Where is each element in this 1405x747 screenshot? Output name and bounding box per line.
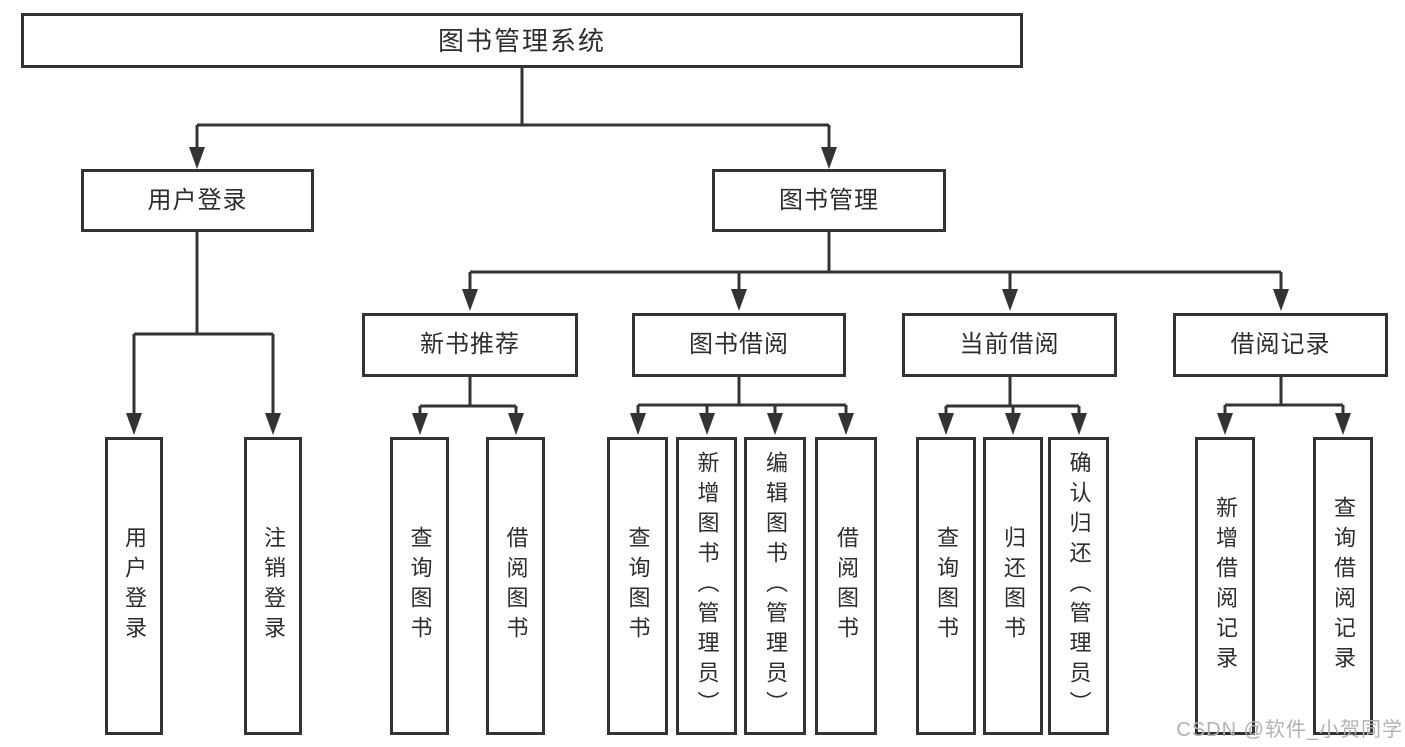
leaf-user-login-label: 用户登录 bbox=[122, 526, 147, 646]
node-book-borrowing: 图书借阅 bbox=[632, 313, 846, 377]
leaf-borrow-books-borrow: 借阅图书 bbox=[815, 437, 877, 735]
leaf-query-borrow-record: 查询借阅记录 bbox=[1313, 437, 1373, 735]
node-book-management: 图书管理 bbox=[712, 169, 946, 232]
leaf-query-books-borrow: 查询图书 bbox=[607, 437, 668, 735]
node-user-login: 用户登录 bbox=[81, 169, 314, 232]
csdn-watermark: CSDN @软件_小贺同学 bbox=[1176, 719, 1403, 741]
node-current-borrowing-label: 当前借阅 bbox=[959, 331, 1060, 358]
leaf-borrow-books-newbook: 借阅图书 bbox=[486, 437, 545, 735]
leaf-query-books-current: 查询图书 bbox=[916, 437, 976, 735]
leaf-add-borrow-record: 新增借阅记录 bbox=[1195, 437, 1255, 735]
node-borrowing-records-label: 借阅记录 bbox=[1230, 331, 1331, 358]
leaf-logout: 注销登录 bbox=[244, 437, 302, 735]
leaf-query-books-borrow-label: 查询图书 bbox=[625, 526, 651, 646]
leaf-query-books-newbook-label: 查询图书 bbox=[407, 526, 433, 646]
leaf-query-borrow-record-label: 查询借阅记录 bbox=[1331, 496, 1356, 676]
node-new-book-recommendation-label: 新书推荐 bbox=[420, 331, 520, 358]
node-current-borrowing: 当前借阅 bbox=[902, 313, 1117, 377]
leaf-edit-books-admin: 编辑图书（管理员） bbox=[744, 437, 806, 735]
leaf-edit-books-admin-label: 编辑图书（管理员） bbox=[763, 451, 788, 721]
leaf-return-books-label: 归还图书 bbox=[1001, 526, 1026, 646]
leaf-return-books: 归还图书 bbox=[983, 437, 1043, 735]
node-book-management-label: 图书管理 bbox=[779, 186, 879, 214]
node-new-book-recommendation: 新书推荐 bbox=[362, 313, 578, 377]
leaf-add-books-admin-label: 新增图书（管理员） bbox=[694, 451, 720, 721]
leaf-logout-label: 注销登录 bbox=[261, 526, 286, 646]
leaf-confirm-return-admin-label: 确认归还（管理员） bbox=[1066, 451, 1092, 721]
leaf-query-books-current-label: 查询图书 bbox=[934, 526, 959, 646]
node-root-label: 图书管理系统 bbox=[437, 25, 606, 56]
leaf-borrow-books-borrow-label: 借阅图书 bbox=[834, 526, 859, 646]
leaf-user-login: 用户登录 bbox=[105, 437, 163, 735]
leaf-add-books-admin: 新增图书（管理员） bbox=[676, 437, 737, 735]
leaf-borrow-books-newbook-label: 借阅图书 bbox=[503, 526, 529, 646]
node-user-login-label: 用户登录 bbox=[147, 186, 248, 214]
node-book-borrowing-label: 图书借阅 bbox=[689, 331, 789, 358]
leaf-confirm-return-admin: 确认归还（管理员） bbox=[1048, 437, 1109, 735]
node-borrowing-records: 借阅记录 bbox=[1173, 313, 1388, 377]
node-root: 图书管理系统 bbox=[21, 13, 1023, 68]
leaf-query-books-newbook: 查询图书 bbox=[390, 437, 449, 735]
leaf-add-borrow-record-label: 新增借阅记录 bbox=[1213, 496, 1238, 676]
